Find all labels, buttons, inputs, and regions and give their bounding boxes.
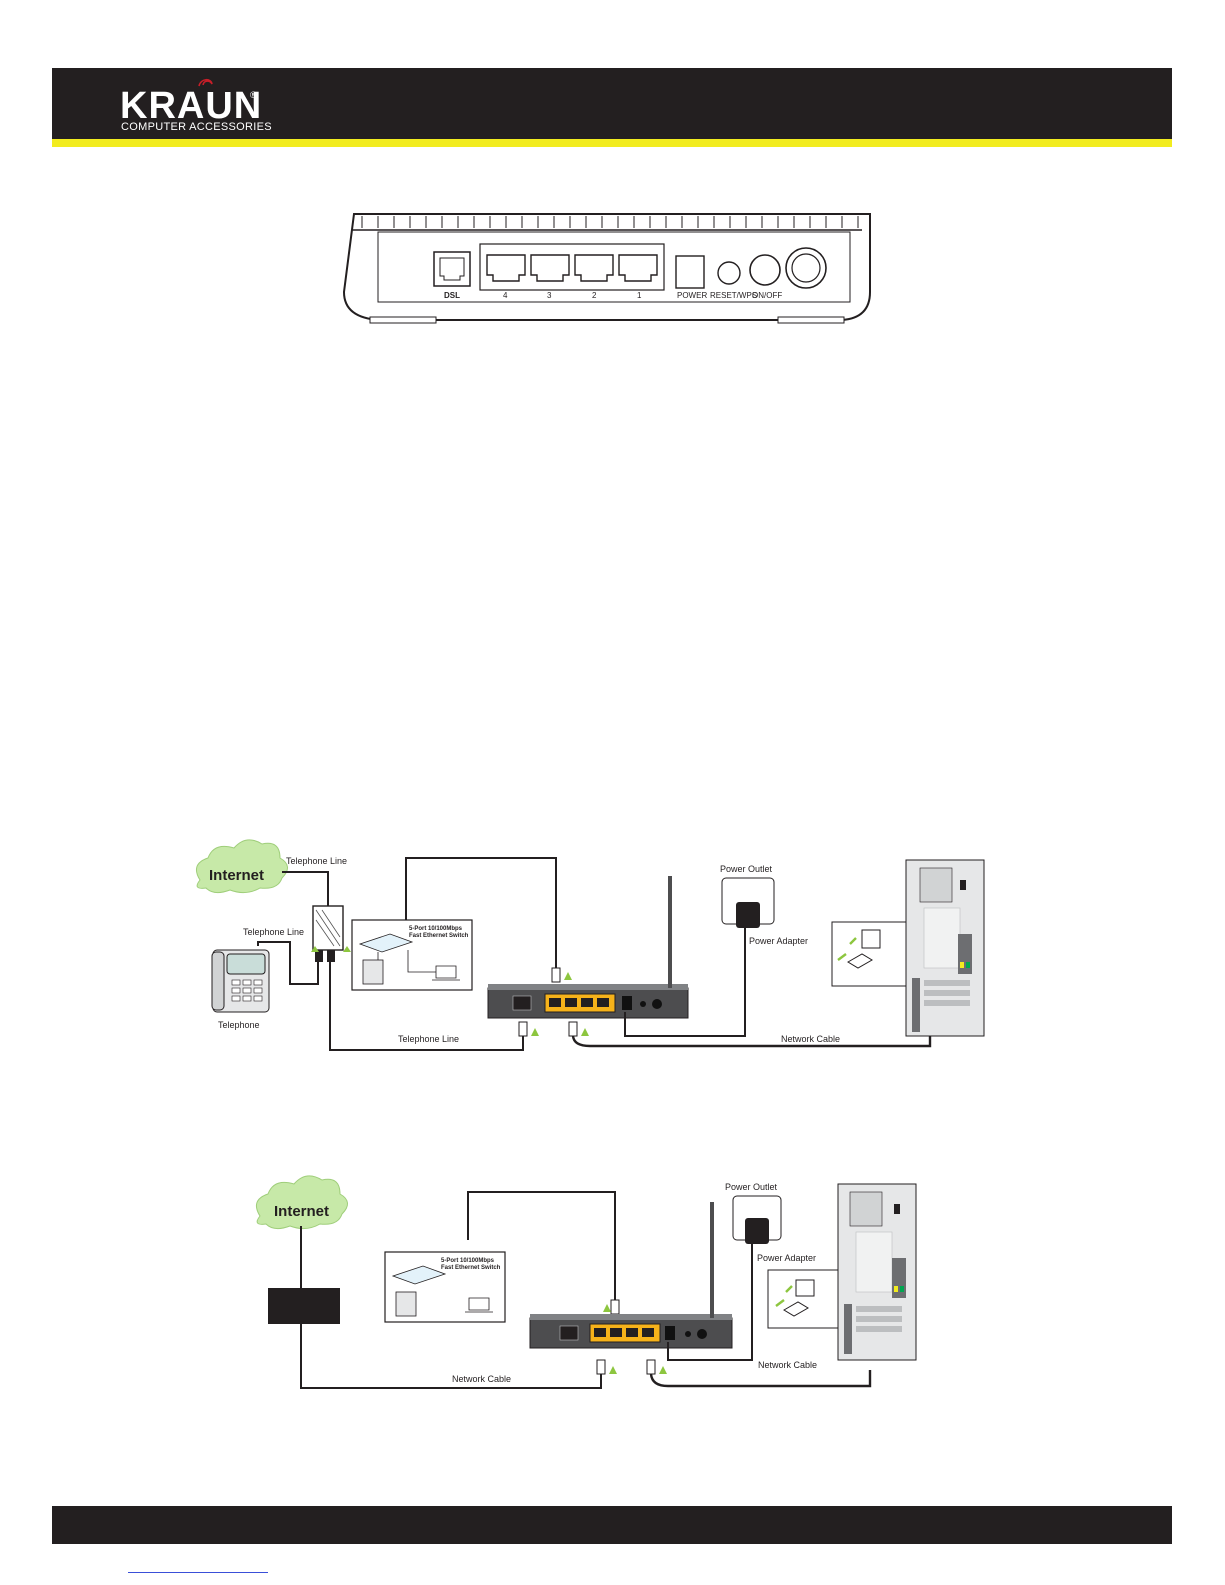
power-label: POWER <box>677 291 707 300</box>
brand-tagline: COMPUTER ACCESSORIES <box>121 121 272 133</box>
nic-zoom-box-2 <box>767 1269 845 1329</box>
internet-label: Internet <box>209 867 264 884</box>
internet-label-2: Internet <box>274 1203 329 1220</box>
power-adapter-label: Power Adapter <box>749 936 808 946</box>
registered-mark: ® <box>250 90 257 100</box>
network-cable-label: Network Cable <box>781 1034 840 1044</box>
modem-box <box>268 1288 340 1324</box>
network-cable-left-label: Network Cable <box>452 1374 511 1384</box>
power-outlet-label: Power Outlet <box>720 864 773 874</box>
power-outlet-label-2: Power Outlet <box>725 1182 778 1192</box>
reset-button <box>717 261 741 285</box>
switch-label-line1-2: 5-Port 10/100Mbps <box>441 1258 495 1264</box>
telephone-line-mid-label: Telephone Line <box>243 927 304 937</box>
footer-link-underline[interactable] <box>128 1572 268 1573</box>
power-adapter-label-2: Power Adapter <box>757 1253 816 1263</box>
power-jack <box>675 255 705 289</box>
lan-port-2-label: 2 <box>592 291 597 300</box>
dsl-label: DSL <box>444 291 460 300</box>
logo-swirl-icon <box>198 78 213 87</box>
telephone-label: Telephone <box>218 1020 260 1030</box>
switch-label-line1: 5-Port 10/100Mbps <box>409 926 463 932</box>
reset-label: RESET/WPS <box>710 291 757 300</box>
telephone-line-top-label: Telephone Line <box>286 856 347 866</box>
onoff-button <box>749 254 781 286</box>
brand-logo: KRAUN <box>120 85 263 127</box>
header-bar <box>52 68 1172 139</box>
header-accent-stripe <box>52 139 1172 147</box>
lan-port-4-label: 4 <box>503 291 508 300</box>
lan-port-1-label: 1 <box>637 291 642 300</box>
telephone-line-bottom-label: Telephone Line <box>398 1034 459 1044</box>
switch-label-line2-2: Fast Ethernet Switch <box>441 1265 501 1271</box>
network-cable-right-label: Network Cable <box>758 1360 817 1370</box>
footer-bar <box>52 1506 1172 1544</box>
lan-port-3-label: 3 <box>547 291 552 300</box>
switch-label-line2: Fast Ethernet Switch <box>409 933 469 939</box>
onoff-label: ON/OFF <box>752 291 782 300</box>
